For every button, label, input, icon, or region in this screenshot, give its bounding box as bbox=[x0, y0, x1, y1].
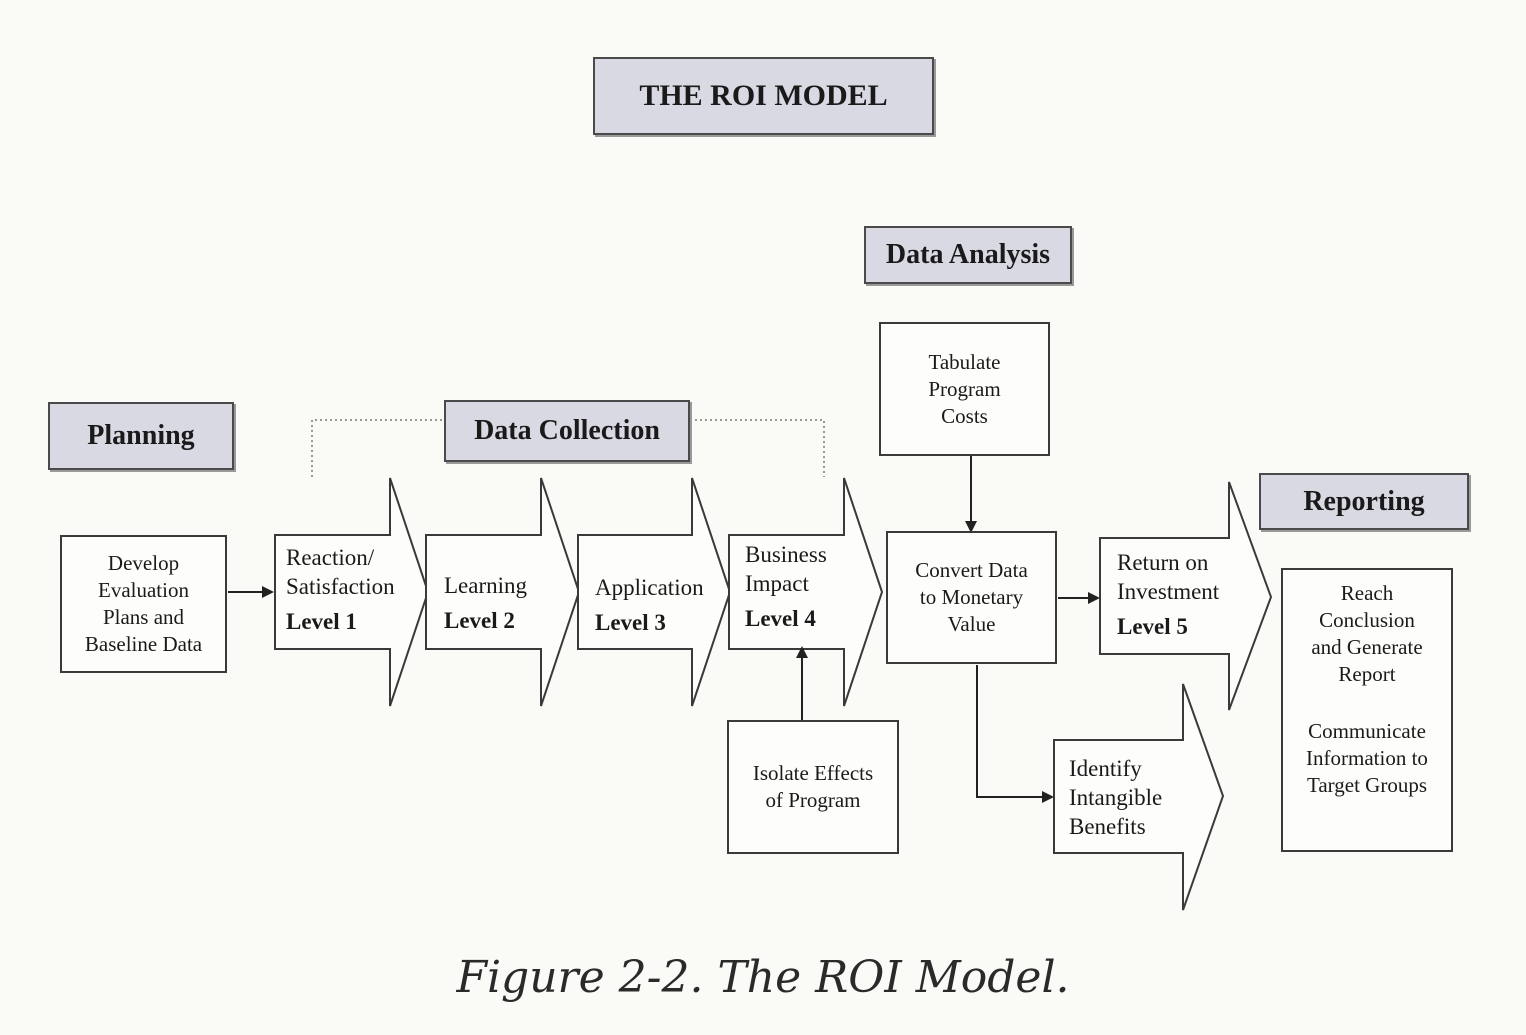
tabulate-line: Program bbox=[928, 376, 1001, 401]
convert-data-box: Convert Data to Monetary Value bbox=[886, 531, 1057, 664]
isolate-line: Isolate Effects bbox=[752, 761, 874, 785]
tabulate-line: Costs bbox=[941, 403, 988, 428]
level-1-line: Reaction/ bbox=[286, 545, 375, 570]
level-1-line: Satisfaction bbox=[286, 574, 395, 599]
level-2-text: Learning Level 2 bbox=[444, 571, 527, 635]
level-1-text: Reaction/ Satisfaction Level 1 bbox=[286, 543, 395, 636]
phase-data-collection: Data Collection bbox=[444, 400, 690, 462]
communicate-line: Target Groups bbox=[1306, 773, 1428, 797]
develop-line: Develop bbox=[107, 551, 180, 575]
reach-conclusion-text: Reach Conclusion and Generate Report bbox=[1311, 580, 1422, 688]
phase-planning-text: Planning bbox=[87, 420, 195, 451]
level-3-label: Level 3 bbox=[595, 610, 666, 635]
intangible-line: Identify bbox=[1069, 756, 1142, 781]
level-1-label: Level 1 bbox=[286, 609, 357, 634]
level-3-chevron bbox=[577, 477, 732, 707]
develop-line: Baseline Data bbox=[84, 632, 203, 656]
convert-line: to Monetary bbox=[919, 585, 1024, 609]
level-4-line: Business bbox=[745, 542, 827, 567]
intangible-chevron bbox=[1053, 683, 1225, 911]
reach-line: and Generate bbox=[1311, 635, 1423, 659]
develop-line: Evaluation bbox=[98, 578, 189, 602]
tabulate-costs-box: Tabulate Program Costs bbox=[879, 322, 1050, 456]
model-title-text: THE ROI MODEL bbox=[639, 79, 888, 112]
communicate-line: Communicate bbox=[1308, 719, 1426, 743]
isolate-line: of Program bbox=[765, 788, 861, 812]
level-2-chevron bbox=[425, 477, 581, 707]
communicate-line: Information to bbox=[1306, 746, 1428, 770]
reporting-box: Reach Conclusion and Generate Report Com… bbox=[1281, 568, 1453, 852]
level-3-line: Application bbox=[595, 575, 704, 600]
isolate-effects-box: Isolate Effects of Program bbox=[727, 720, 899, 854]
level-2-line: Learning bbox=[444, 573, 528, 598]
model-title: THE ROI MODEL bbox=[593, 57, 934, 135]
level-4-text: Business Impact Level 4 bbox=[745, 540, 827, 633]
convert-line: Value bbox=[947, 612, 996, 636]
level-3-text: Application Level 3 bbox=[595, 573, 704, 637]
develop-line: Plans and bbox=[102, 605, 185, 629]
communicate-text: Communicate Information to Target Groups bbox=[1306, 718, 1428, 799]
phase-reporting: Reporting bbox=[1259, 473, 1469, 530]
level-5-line: Investment bbox=[1117, 579, 1220, 604]
level-5-line: Return on bbox=[1117, 550, 1209, 575]
reach-line: Report bbox=[1338, 662, 1396, 686]
level-4-chevron bbox=[728, 477, 884, 707]
figure-caption: Figure 2-2. The ROI Model. bbox=[456, 952, 1070, 1003]
level-4-label: Level 4 bbox=[745, 606, 816, 631]
level-5-label: Level 5 bbox=[1117, 614, 1188, 639]
phase-data-analysis: Data Analysis bbox=[864, 226, 1072, 284]
level-2-label: Level 2 bbox=[444, 608, 515, 633]
level-1-chevron bbox=[274, 477, 430, 707]
convert-line: Convert Data bbox=[915, 558, 1028, 582]
reach-line: Conclusion bbox=[1319, 608, 1415, 632]
intangible-line: Intangible bbox=[1069, 785, 1163, 810]
tabulate-line: Tabulate bbox=[928, 349, 1001, 374]
develop-plans-box: Develop Evaluation Plans and Baseline Da… bbox=[60, 535, 227, 673]
convert-to-intangible-arrow bbox=[976, 665, 1054, 803]
level-5-text: Return on Investment Level 5 bbox=[1117, 548, 1219, 641]
phase-planning: Planning bbox=[48, 402, 234, 470]
phase-reporting-text: Reporting bbox=[1303, 485, 1425, 517]
intangible-line: Benefits bbox=[1069, 814, 1146, 839]
phase-data-collection-text: Data Collection bbox=[474, 415, 660, 446]
intangible-text: Identify Intangible Benefits bbox=[1069, 754, 1162, 841]
level-5-chevron bbox=[1099, 481, 1273, 711]
reach-line: Reach bbox=[1340, 581, 1394, 605]
level-4-line: Impact bbox=[745, 571, 809, 596]
phase-data-analysis-text: Data Analysis bbox=[885, 239, 1051, 270]
